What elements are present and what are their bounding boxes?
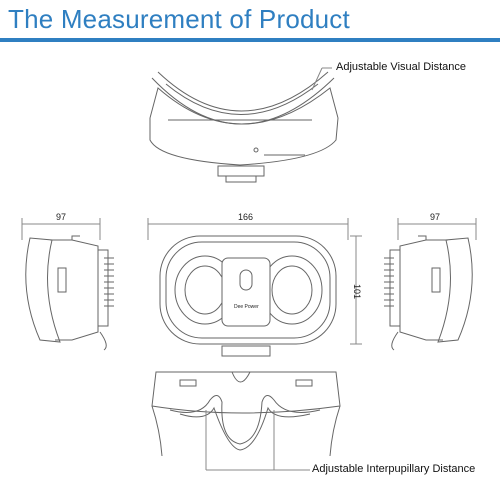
interpupillary-distance-label: Adjustable Interpupillary Distance: [312, 463, 476, 475]
bottom-view-drawing: [151, 371, 341, 457]
left-depth-dimension: 97: [56, 212, 67, 222]
right-side-view-drawing: [384, 235, 473, 351]
front-width-dimension: 166: [238, 212, 254, 222]
visual-distance-label: Adjustable Visual Distance: [336, 61, 467, 73]
brand-text: Dee Power: [234, 304, 259, 310]
front-view-drawing: [159, 235, 337, 357]
left-side-view-drawing: [25, 235, 114, 351]
front-height-dimension: 101: [352, 284, 362, 300]
page-title: The Measurement of Product: [8, 4, 350, 34]
top-view-drawing: [149, 71, 339, 183]
right-depth-dimension: 97: [430, 212, 441, 222]
title-underline: [0, 38, 500, 42]
